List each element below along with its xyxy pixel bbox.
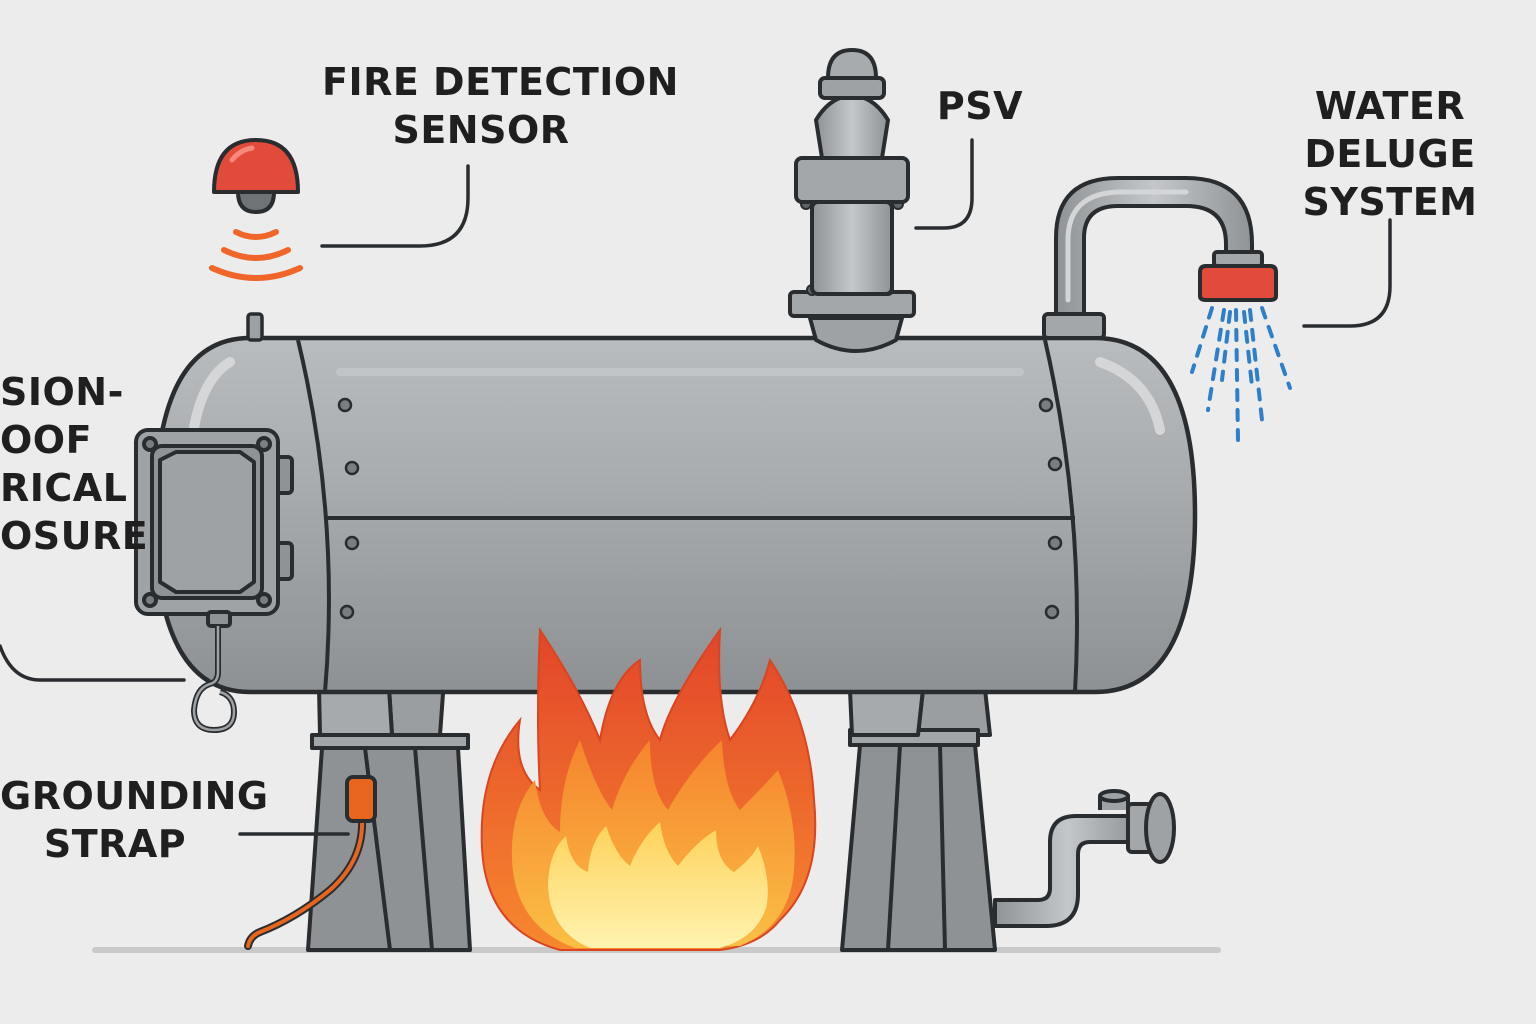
label-line: SYSTEM	[1302, 180, 1478, 224]
label-line: RICAL	[0, 466, 128, 510]
label-line: OOF	[0, 418, 93, 462]
leader-water-deluge	[1302, 218, 1392, 328]
label-line: DELUGE	[1304, 132, 1476, 176]
grounding-strap	[244, 775, 377, 950]
leader-psv	[914, 138, 974, 230]
label-line: SION-	[0, 370, 124, 414]
label-line: PSV	[936, 84, 1024, 128]
explosion-proof-enclosure	[134, 428, 294, 733]
psv-valve	[788, 48, 916, 353]
label-line: SENSOR	[392, 108, 570, 152]
label-water-deluge-system: WATER DELUGE SYSTEM	[1302, 82, 1478, 226]
leader-lines	[0, 138, 1392, 836]
water-deluge-pipe	[1042, 176, 1278, 340]
flame-icon	[480, 626, 817, 951]
drain-pipe	[993, 789, 1176, 928]
signal-waves-icon	[209, 229, 303, 281]
water-spray	[1190, 306, 1292, 442]
pressure-vessel	[152, 312, 1198, 695]
label-line: FIRE DETECTION	[322, 60, 679, 104]
leader-fire-detection	[320, 164, 470, 248]
leader-enclosure	[0, 644, 186, 682]
fire-detection-sensor	[212, 138, 300, 215]
label-grounding-strap: GROUNDING STRAP	[0, 772, 269, 868]
rivets	[337, 397, 1063, 620]
label-fire-detection-sensor: FIRE DETECTION SENSOR	[322, 58, 679, 154]
label-explosion-proof-enclosure: SION- OOF RICAL OSURE	[0, 368, 149, 560]
label-line: STRAP	[43, 822, 187, 866]
label-line: GROUNDING	[0, 774, 269, 818]
label-line: OSURE	[0, 514, 149, 558]
label-psv: PSV	[934, 82, 1026, 130]
label-line: WATER	[1314, 84, 1466, 128]
